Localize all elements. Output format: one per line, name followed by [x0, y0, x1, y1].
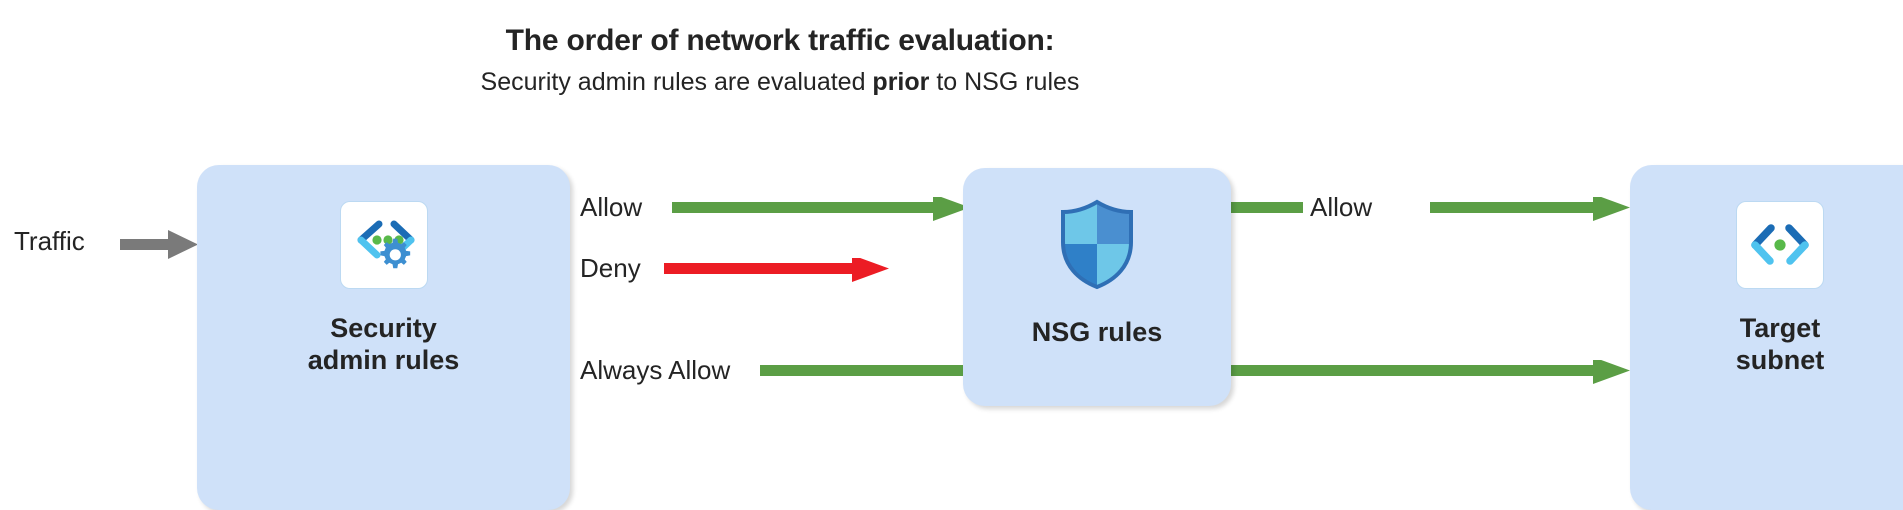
connector-label-always-allow: Always Allow: [580, 355, 731, 385]
node-label-target-subnet: Target subnet: [1735, 313, 1825, 375]
subtitle-part-1: Security admin rules are evaluated: [480, 68, 873, 96]
connector-allow-to-target-arrow: [1430, 197, 1630, 221]
gray-right-arrow-icon: [120, 230, 198, 259]
subtitle-emphasis: prior: [872, 68, 930, 96]
connector-label-allow-to-nsg: Allow: [580, 192, 643, 222]
node-label-security-admin-rules: Security admin rules: [307, 313, 460, 375]
connector-label-deny: Deny: [580, 253, 641, 283]
traffic-label: Traffic: [14, 226, 85, 256]
page-title: The order of network traffic evaluation:: [505, 24, 1055, 57]
node-target-subnet[interactable]: Target subnet: [1630, 165, 1903, 510]
connector-deny-arrow: [664, 258, 889, 282]
node-nsg-rules[interactable]: NSG rules: [963, 168, 1231, 406]
page-subtitle: Security admin rules are evaluated prior…: [0, 68, 1560, 97]
code-brackets-dot-icon: [1736, 201, 1824, 289]
connector-allow-to-nsg-arrow: [672, 197, 970, 221]
subtitle-part-2: to NSG rules: [929, 68, 1080, 96]
connector-label-allow-to-target: Allow: [1310, 192, 1373, 222]
node-security-admin-rules[interactable]: Security admin rules: [197, 165, 570, 510]
shield-icon: [1057, 198, 1137, 295]
code-brackets-gear-icon: [339, 201, 428, 289]
connector-allow-to-target-stub: [1231, 202, 1303, 213]
node-label-nsg-rules: NSG rules: [1031, 317, 1163, 347]
